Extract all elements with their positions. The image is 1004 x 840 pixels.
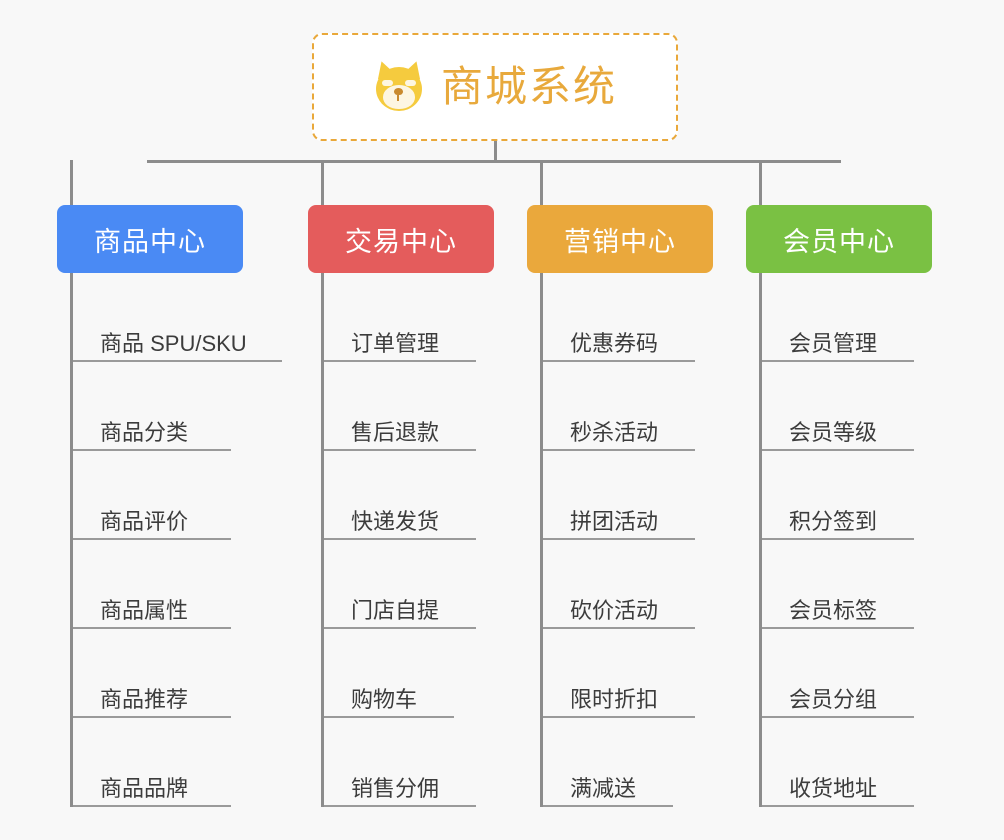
leaf-item-underline [324, 627, 476, 629]
leaf-item[interactable]: 商品评价 [73, 451, 243, 540]
leaf-list-trade-center: 订单管理售后退款快递发货门店自提购物车销售分佣 [321, 273, 494, 807]
leaf-item[interactable]: 秒杀活动 [543, 362, 713, 451]
leaf-item-underline [543, 716, 695, 718]
leaf-item[interactable]: 会员等级 [762, 362, 932, 451]
leaf-item-underline [543, 627, 695, 629]
leaf-list-product-center: 商品 SPU/SKU 商品分类商品评价商品属性商品推荐商品品牌 [70, 273, 282, 807]
leaf-item-underline [762, 360, 914, 362]
leaf-item-underline [73, 449, 231, 451]
leaf-item[interactable]: 满减送 [543, 718, 713, 807]
connector-drop-trade-center [321, 160, 324, 205]
leaf-item-underline [543, 360, 695, 362]
leaf-item-underline [543, 449, 695, 451]
category-label: 交易中心 [345, 226, 457, 257]
leaf-item-underline [73, 716, 231, 718]
root-node[interactable]: 商城系统 [312, 33, 678, 141]
leaf-item-underline [762, 627, 914, 629]
leaf-item[interactable]: 会员管理 [762, 273, 932, 362]
leaf-item[interactable]: 购物车 [324, 629, 494, 718]
leaf-item-label: 拼团活动 [570, 508, 659, 534]
leaf-item-underline [762, 716, 914, 718]
leaf-item-label: 砍价活动 [570, 597, 659, 623]
category-box-marketing-center[interactable]: 营销中心 [527, 205, 713, 273]
root-node-title: 商城系统 [440, 63, 617, 110]
category-box-trade-center[interactable]: 交易中心 [308, 205, 494, 273]
leaf-item-underline [543, 538, 695, 540]
leaf-item-label: 会员管理 [789, 330, 878, 356]
leaf-item-label: 积分签到 [789, 508, 878, 534]
leaf-item[interactable]: 商品属性 [73, 540, 243, 629]
leaf-item-underline [324, 538, 476, 540]
leaf-item[interactable]: 订单管理 [324, 273, 494, 362]
leaf-item-underline [324, 449, 476, 451]
category-box-product-center[interactable]: 商品中心 [57, 205, 243, 273]
leaf-item-label: 商品品牌 [100, 775, 189, 801]
leaf-item-underline [324, 805, 476, 807]
leaf-item[interactable]: 积分签到 [762, 451, 932, 540]
leaf-item-label: 满减送 [570, 775, 637, 801]
connector-root-stem [494, 141, 497, 162]
leaf-item-label: 销售分佣 [351, 775, 440, 801]
leaf-item-label: 门店自提 [351, 597, 440, 623]
leaf-item-label: 售后退款 [351, 419, 440, 445]
leaf-item[interactable]: 限时折扣 [543, 629, 713, 718]
leaf-list-member-center: 会员管理会员等级积分签到会员标签会员分组收货地址 [759, 273, 932, 807]
leaf-item-label: 秒杀活动 [570, 419, 659, 445]
leaf-item-label: 订单管理 [351, 330, 440, 356]
leaf-item-label: 限时折扣 [570, 686, 659, 712]
leaf-item-label: 商品推荐 [100, 686, 189, 712]
column-marketing-center: 营销中心优惠券码秒杀活动拼团活动砍价活动限时折扣满减送 [527, 205, 713, 807]
leaf-item-label: 购物车 [351, 686, 418, 712]
category-label: 会员中心 [783, 226, 895, 257]
leaf-item-underline [73, 360, 282, 362]
leaf-item-label: 商品分类 [100, 419, 189, 445]
leaf-item-label: 商品评价 [100, 508, 189, 534]
dog-face-icon [372, 58, 426, 113]
leaf-item[interactable]: 优惠券码 [543, 273, 713, 362]
leaf-item-label: 会员标签 [789, 597, 878, 623]
leaf-list-marketing-center: 优惠券码秒杀活动拼团活动砍价活动限时折扣满减送 [540, 273, 713, 807]
leaf-item-underline [324, 716, 454, 718]
leaf-item[interactable]: 快递发货 [324, 451, 494, 540]
column-product-center: 商品中心商品 SPU/SKU 商品分类商品评价商品属性商品推荐商品品牌 [57, 205, 282, 807]
leaf-item[interactable]: 商品分类 [73, 362, 243, 451]
leaf-item[interactable]: 门店自提 [324, 540, 494, 629]
leaf-item[interactable]: 会员分组 [762, 629, 932, 718]
leaf-item-underline [73, 805, 231, 807]
leaf-item[interactable]: 拼团活动 [543, 451, 713, 540]
leaf-item[interactable]: 售后退款 [324, 362, 494, 451]
leaf-item[interactable]: 会员标签 [762, 540, 932, 629]
leaf-item-label: 会员分组 [789, 686, 878, 712]
category-label: 营销中心 [564, 226, 676, 257]
leaf-item-underline [324, 360, 476, 362]
leaf-item-underline [762, 805, 914, 807]
leaf-item-underline [543, 805, 673, 807]
category-box-member-center[interactable]: 会员中心 [746, 205, 932, 273]
leaf-item-label: 商品 SPU/SKU [100, 330, 247, 356]
leaf-item-underline [762, 449, 914, 451]
leaf-item-underline [73, 627, 231, 629]
column-member-center: 会员中心会员管理会员等级积分签到会员标签会员分组收货地址 [746, 205, 932, 807]
leaf-item-label: 快递发货 [351, 508, 440, 534]
leaf-item[interactable]: 商品品牌 [73, 718, 243, 807]
leaf-item[interactable]: 商品 SPU/SKU [73, 273, 282, 362]
connector-drop-marketing-center [540, 160, 543, 205]
leaf-item[interactable]: 砍价活动 [543, 540, 713, 629]
leaf-item-label: 收货地址 [789, 775, 878, 801]
leaf-item[interactable]: 商品推荐 [73, 629, 243, 718]
column-trade-center: 交易中心订单管理售后退款快递发货门店自提购物车销售分佣 [308, 205, 494, 807]
leaf-item-label: 优惠券码 [570, 330, 659, 356]
leaf-item[interactable]: 销售分佣 [324, 718, 494, 807]
leaf-item-label: 商品属性 [100, 597, 189, 623]
connector-drop-member-center [759, 160, 762, 205]
leaf-item[interactable]: 收货地址 [762, 718, 932, 807]
leaf-item-underline [762, 538, 914, 540]
connector-drop-product-center [70, 160, 73, 205]
leaf-item-label: 会员等级 [789, 419, 878, 445]
category-label: 商品中心 [94, 226, 206, 257]
leaf-item-underline [73, 538, 231, 540]
connector-horizontal-bar [147, 160, 841, 163]
